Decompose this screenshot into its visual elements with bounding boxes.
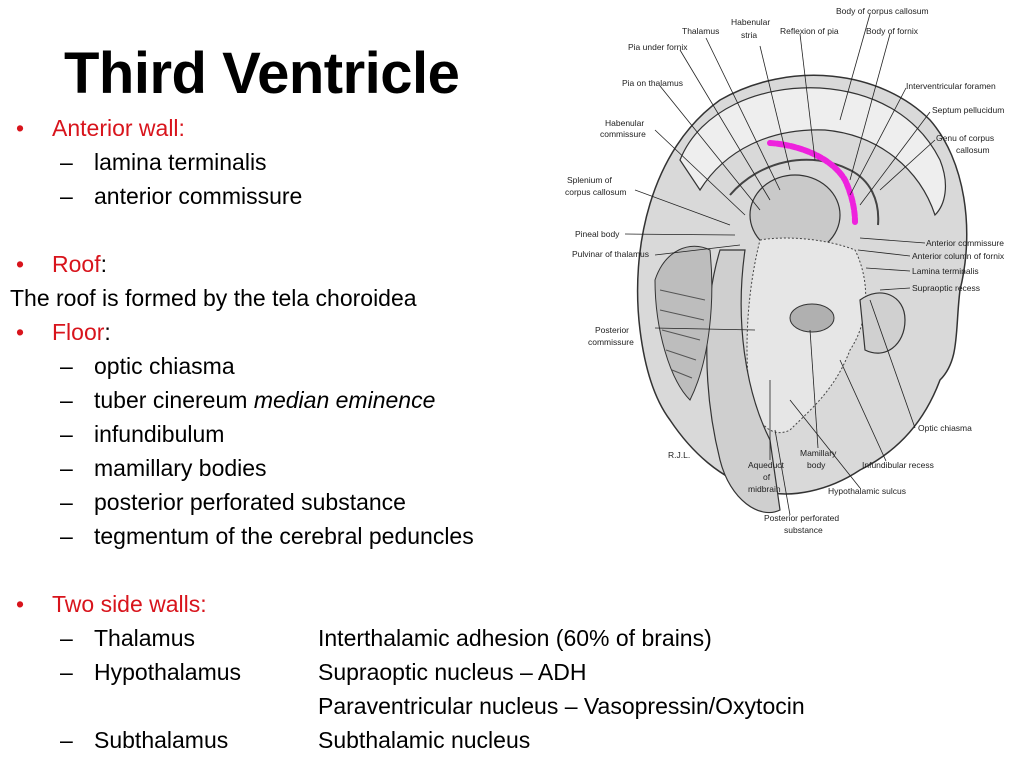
label-habenular-stria-1: Habenular [731,17,770,27]
floor-item-text: tuber cinereum [94,387,248,413]
label-thalamus: Thalamus [682,26,719,36]
floor-item: posterior perforated substance [94,489,406,515]
label-body-of-fornix: Body of fornix [866,26,919,36]
label-splenium-1: Splenium of [567,175,613,185]
label-lamina-terminalis: Lamina terminalis [912,266,979,276]
label-mamillary-body-2: body [807,460,826,470]
label-reflexion-of-pia: Reflexion of pia [780,26,839,36]
dash: – [60,421,73,447]
label-aqueduct-1: Aqueduct [748,460,785,470]
label-optic-chiasma: Optic chiasma [918,423,972,433]
label-habenular-commissure-2: commissure [600,129,646,139]
median-eminence: median eminence [253,387,436,413]
dash: – [60,727,73,753]
cerebellum [654,245,713,401]
roof-text: The roof is formed by the tela choroidea [10,285,417,311]
roof-colon: : [100,251,107,277]
floor-item: optic chiasma [94,353,235,379]
anterior-item: lamina terminalis [94,149,267,175]
label-splenium-2: corpus callosum [565,187,626,197]
floor-colon: : [104,319,111,345]
label-anterior-commissure: Anterior commissure [926,238,1004,248]
roof-heading: Roof [52,251,101,277]
anterior-wall-heading: Anterior wall: [52,115,185,141]
leader-lines [624,13,936,516]
label-posterior-perforated-2: substance [784,525,823,535]
dash: – [60,489,73,515]
dash: – [60,183,73,209]
side-wall-detail: Subthalamic nucleus [318,727,531,753]
floor-item: tegmentum of the cerebral peduncles [94,523,474,549]
label-supraoptic-recess: Supraoptic recess [912,283,980,293]
optic-chiasma-shape [859,292,906,354]
label-hypothalamic-sulcus: Hypothalamic sulcus [828,486,906,496]
third-ventricle-diagram: Body of corpus callosum Thalamus Habenul… [565,6,1005,535]
label-posterior-commissure-1: Posterior [595,325,629,335]
bullet: • [16,115,25,141]
ventricle-region [746,237,867,433]
label-aqueduct-2: of [763,472,771,482]
anterior-item: anterior commissure [94,183,303,209]
label-interventricular-foramen: Interventricular foramen [906,81,996,91]
dash: – [60,659,73,685]
label-habenular-stria-2: stria [741,30,757,40]
floor-item: mamillary bodies [94,455,267,481]
label-body-of-corpus-callosum: Body of corpus callosum [836,6,929,16]
label-septum-pellucidum: Septum pellucidum [932,105,1004,115]
label-anterior-column: Anterior column of fornix [912,251,1005,261]
label-mamillary-body-1: Mamillary [800,448,837,458]
corpus-callosum [679,87,947,217]
page-title: Third Ventricle [64,41,460,106]
label-infundibular-recess: Infundibular recess [862,460,934,470]
label-signature: R.J.L. [668,450,690,460]
bullet: • [16,319,25,345]
label-posterior-perforated-1: Posterior perforated [764,513,839,523]
side-wall-detail: Supraoptic nucleus – ADH [318,659,587,685]
label-posterior-commissure-2: commissure [588,337,634,347]
dash: – [60,387,73,413]
fornix [729,158,880,226]
side-wall-part: Hypothalamus [94,659,242,685]
side-wall-part: Subthalamus [94,727,229,753]
dash: – [60,455,73,481]
side-wall-detail: Paraventricular nucleus – Vasopressin/Ox… [318,693,805,719]
dash: – [60,625,73,651]
label-genu-2: callosum [956,145,990,155]
label-habenular-commissure-1: Habenular [605,118,644,128]
label-pia-under-fornix: Pia under fornix [628,42,688,52]
side-wall-detail: Interthalamic adhesion (60% of brains) [318,625,712,651]
label-genu-1: Genu of corpus [936,133,994,143]
dash: – [60,523,73,549]
floor-heading-line: Floor: [52,321,111,344]
bullet: • [16,591,25,617]
mamillary-shape [789,303,835,333]
bullet: • [16,251,25,277]
lamina-terminalis-highlight [767,140,858,225]
roof-heading-line: Roof: [52,253,107,276]
dash: – [60,149,73,175]
floor-item: tuber cinereum median eminence [94,389,435,412]
label-aqueduct-3: midbrain [748,484,781,494]
label-pineal-body: Pineal body [575,229,620,239]
side-walls-heading: Two side walls: [52,591,207,617]
floor-item: infundibulum [94,421,225,447]
label-pulvinar: Pulvinar of thalamus [572,249,649,259]
label-pia-on-thalamus: Pia on thalamus [622,78,683,88]
side-wall-part: Thalamus [94,625,195,651]
floor-heading: Floor [52,319,105,345]
dash: – [60,353,73,379]
